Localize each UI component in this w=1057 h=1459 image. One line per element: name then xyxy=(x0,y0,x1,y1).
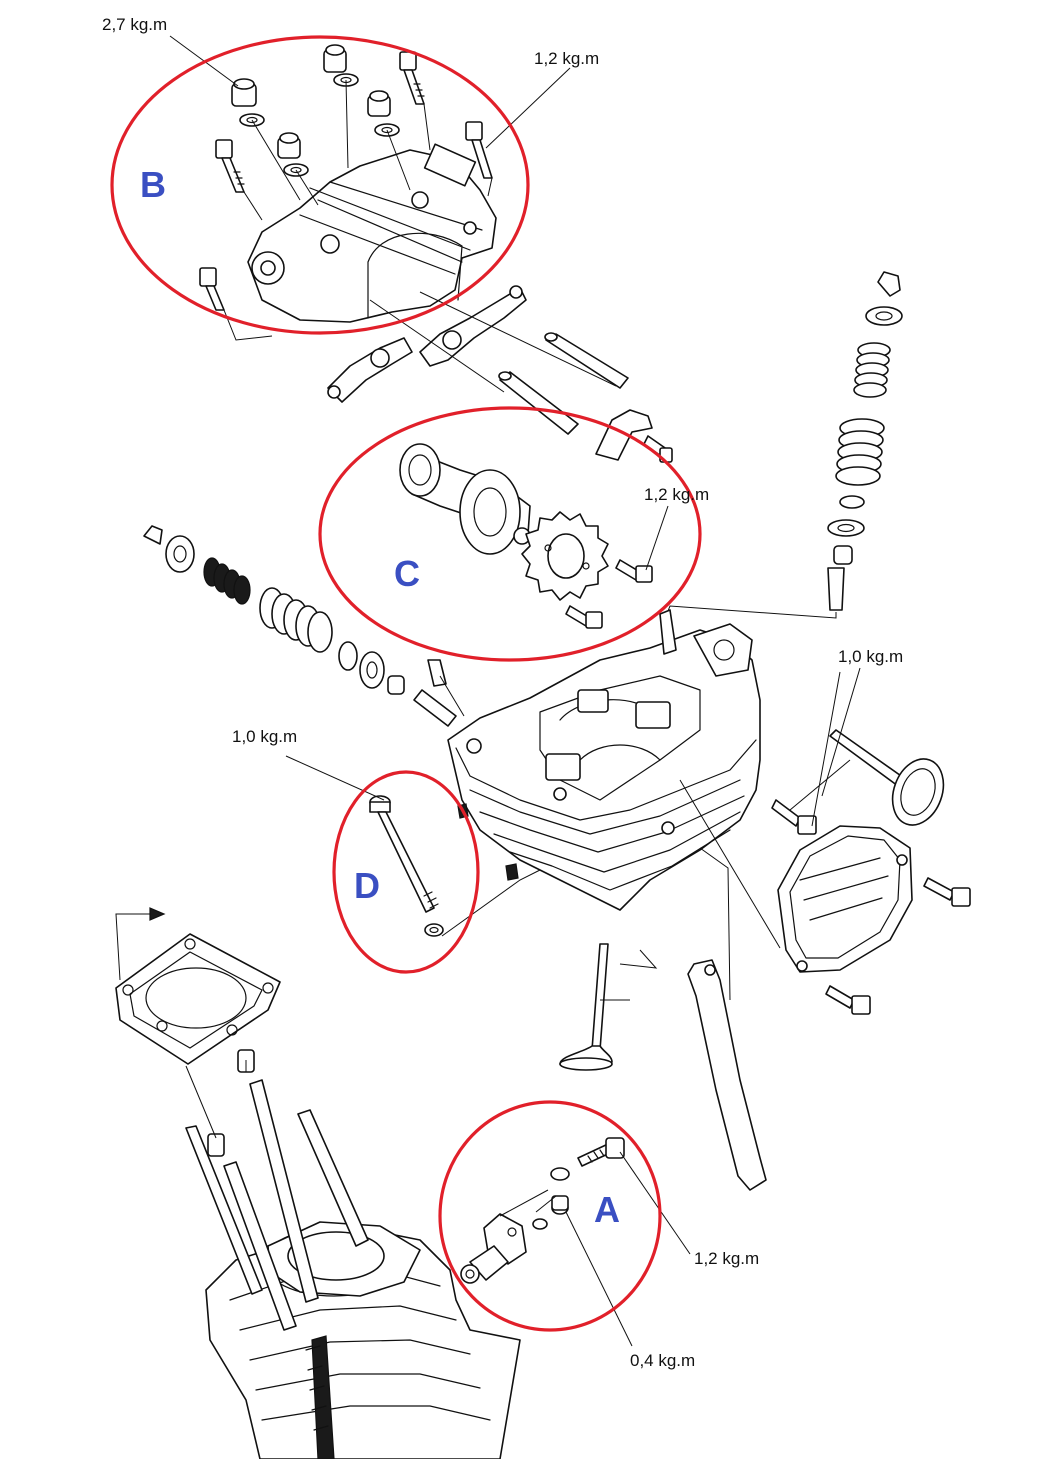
valve-stem-seal xyxy=(387,675,405,695)
callout-letter-d: D xyxy=(354,865,380,906)
tensioner-sealing-plug xyxy=(551,1195,569,1215)
valve-cotter xyxy=(877,271,901,297)
spring-seat xyxy=(338,641,358,671)
spring-seat xyxy=(359,651,385,689)
callout-circle-d xyxy=(332,770,480,974)
side-cover-bolt xyxy=(923,877,971,907)
spring-retainer xyxy=(165,535,195,573)
valve-stem-seal xyxy=(833,545,853,565)
cam-chain xyxy=(305,1335,335,1459)
outer-valve-spring xyxy=(835,418,885,486)
head-bolt-washer xyxy=(424,923,444,937)
callout-letter-c: C xyxy=(394,553,420,594)
intake-valve xyxy=(559,943,613,1071)
spring-seat xyxy=(839,495,865,509)
valve-guide xyxy=(413,689,457,727)
callout-circle-a xyxy=(438,1100,662,1332)
valve-cotter xyxy=(143,525,163,545)
exhaust-valve-spring-stack xyxy=(665,271,903,619)
intake-valve-spring-stack xyxy=(143,525,457,727)
side-cover-bolt xyxy=(771,799,817,835)
rocker-arm xyxy=(327,337,413,403)
rocker-arm-group xyxy=(327,285,629,435)
sprocket-bolt xyxy=(565,605,603,629)
callout-letter-a: A xyxy=(594,1189,620,1230)
exhaust-valve xyxy=(829,729,945,826)
torque-label-cam-cap-nuts: 2,7 kg.m xyxy=(102,15,167,34)
dowel-pin xyxy=(207,1133,225,1157)
torque-label-head-cover-bolts: 1,0 kg.m xyxy=(838,647,903,666)
callout-circle-c xyxy=(318,406,702,662)
holder-bolt xyxy=(215,139,245,193)
spring-retainer xyxy=(865,306,903,326)
cap-nut xyxy=(367,90,400,137)
inner-valve-spring xyxy=(853,342,891,398)
cylinder-head xyxy=(439,609,781,1001)
head-side-cover xyxy=(777,825,913,973)
valve-guide xyxy=(827,567,845,611)
holder-bolt xyxy=(399,51,425,105)
spring-seat xyxy=(827,519,865,537)
head-long-bolt xyxy=(369,795,541,937)
inner-valve-spring xyxy=(203,557,251,605)
camshaft-group xyxy=(399,409,673,629)
holder-bolt xyxy=(465,121,493,179)
cam-chain-tensioner xyxy=(460,1213,548,1284)
camshaft-holder-group xyxy=(199,44,497,341)
callout-circle-b xyxy=(110,35,530,335)
outer-valve-spring xyxy=(259,587,333,653)
cap-nut xyxy=(231,78,265,127)
cap-nut xyxy=(277,132,309,177)
rocker-shaft xyxy=(499,371,579,435)
side-cover-bolt xyxy=(825,985,871,1015)
tensioner-oring xyxy=(532,1218,548,1230)
rocker-shaft xyxy=(545,333,629,389)
torque-label-tensioner-plug: 0,4 kg.m xyxy=(630,1351,695,1370)
cam-chain-guide xyxy=(687,959,767,1191)
cylinder-block xyxy=(205,1221,521,1459)
decompressor-weight xyxy=(595,409,653,461)
torque-label-cam-cap-bolts: 1,2 kg.m xyxy=(534,49,599,68)
tensioner-bolt xyxy=(550,1137,625,1181)
cylinder-studs xyxy=(185,1049,369,1331)
sprocket-bolt xyxy=(615,559,653,583)
torque-label-head-long-bolt: 1,0 kg.m xyxy=(232,727,297,746)
camshaft-bearing xyxy=(399,443,441,497)
callout-letter-b: B xyxy=(140,164,166,205)
cap-nut xyxy=(323,44,359,87)
camshaft-holder xyxy=(247,149,497,323)
torque-label-tensioner-bolt: 1,2 kg.m xyxy=(694,1249,759,1268)
cylinder-head-gasket xyxy=(115,907,281,1065)
holder-bolt xyxy=(199,267,225,311)
torque-label-sprocket-bolts: 1,2 kg.m xyxy=(644,485,709,504)
